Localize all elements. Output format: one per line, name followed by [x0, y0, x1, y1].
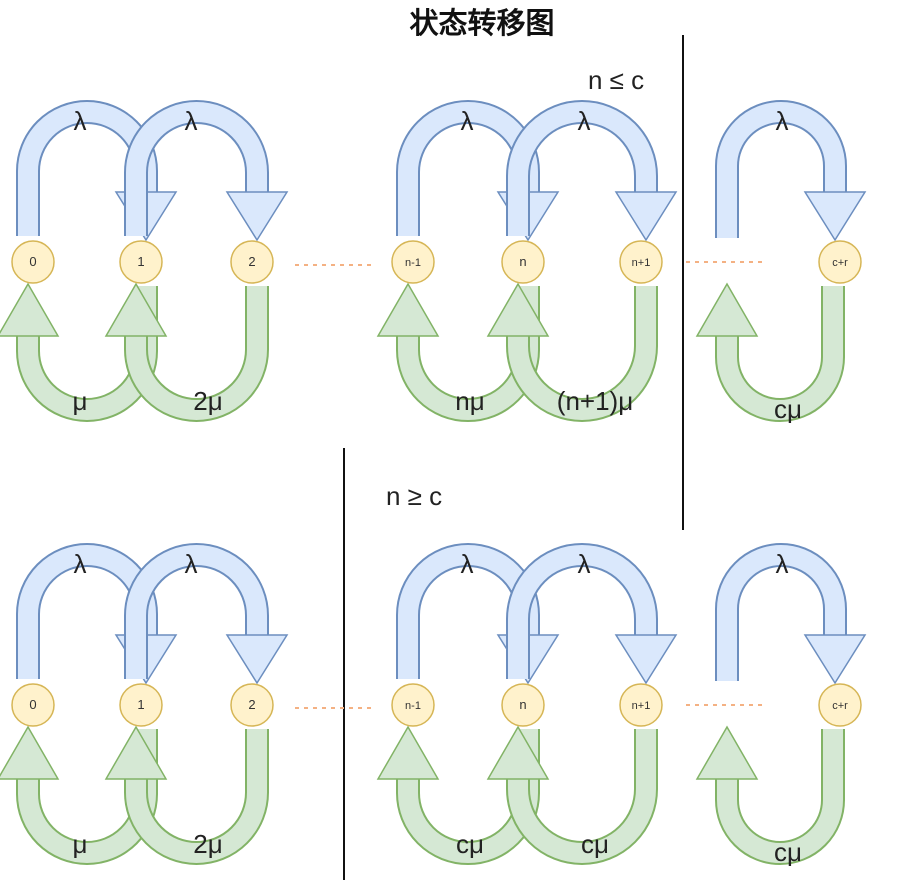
service-arrow-bottom-4 [695, 725, 845, 865]
arrival-label-top-4: λ [776, 106, 789, 136]
arrival-arrow-bottom-3 [506, 543, 678, 685]
state-node-top-3 [391, 240, 435, 284]
service-arrow-bottom-2 [376, 725, 540, 865]
diagram-title: 状态转移图 [409, 6, 554, 40]
arrival-label-bottom-4: λ [776, 549, 789, 579]
state-node-bottom-5 [619, 683, 663, 727]
condition-top: n ≤ c [588, 65, 644, 95]
state-node-label-bottom-4: n [519, 697, 526, 712]
state-node-label-top-1: 1 [137, 254, 144, 269]
state-node-top-6 [818, 240, 862, 284]
arrival-arrow-top-3 [506, 100, 678, 242]
service-label-bottom-4: cμ [774, 837, 802, 867]
arrival-label-bottom-1: λ [185, 549, 198, 579]
state-node-bottom-6 [818, 683, 862, 727]
arrival-label-top-3: λ [578, 106, 591, 136]
state-node-label-bottom-1: 1 [137, 697, 144, 712]
service-label-bottom-2: cμ [456, 829, 484, 859]
arrival-label-bottom-2: λ [461, 549, 474, 579]
state-node-top-0 [11, 240, 55, 284]
state-node-label-top-5: n+1 [632, 257, 651, 269]
service-label-top-1: 2μ [193, 386, 222, 416]
service-arrow-top-1 [104, 282, 269, 422]
state-node-bottom-4 [501, 683, 545, 727]
service-arrow-top-2 [376, 282, 540, 422]
state-node-label-bottom-6: c+r [832, 700, 848, 712]
state-node-bottom-0 [11, 683, 55, 727]
state-node-label-top-4: n [519, 254, 526, 269]
arrival-arrow-bottom-4 [715, 543, 867, 685]
row-bottom: 0 1 2 n-1 n n+1 c+r λ λ λ λ λ μ 2μ cμ cμ cμ [0, 543, 867, 867]
state-node-label-top-2: 2 [248, 254, 255, 269]
service-label-top-3: (n+1)μ [557, 386, 633, 416]
state-node-label-top-0: 0 [29, 254, 36, 269]
arrival-label-top-1: λ [185, 106, 198, 136]
service-label-top-4: cμ [774, 394, 802, 424]
state-node-label-bottom-5: n+1 [632, 700, 651, 712]
service-label-bottom-3: cμ [581, 829, 609, 859]
arrival-label-top-2: λ [461, 106, 474, 136]
service-arrow-top-3 [486, 282, 658, 422]
condition-bottom: n ≥ c [386, 481, 442, 511]
state-node-bottom-1 [119, 683, 163, 727]
state-node-label-top-6: c+r [832, 257, 848, 269]
service-label-top-0: μ [73, 386, 88, 416]
service-label-bottom-0: μ [73, 829, 88, 859]
service-arrow-bottom-3 [486, 725, 658, 865]
state-node-bottom-3 [391, 683, 435, 727]
service-arrow-top-4 [695, 282, 845, 422]
state-node-top-2 [230, 240, 274, 284]
service-label-bottom-1: 2μ [193, 829, 222, 859]
state-node-label-bottom-3: n-1 [405, 700, 421, 712]
arrival-arrow-top-4 [715, 100, 867, 242]
state-node-bottom-2 [230, 683, 274, 727]
arrival-label-bottom-3: λ [578, 549, 591, 579]
state-node-top-5 [619, 240, 663, 284]
arrival-label-top-0: λ [74, 106, 87, 136]
arrival-arrow-top-1 [124, 100, 289, 242]
state-node-label-top-3: n-1 [405, 257, 421, 269]
state-node-top-1 [119, 240, 163, 284]
service-label-top-2: nμ [455, 386, 484, 416]
arrival-label-bottom-0: λ [74, 549, 87, 579]
service-arrow-bottom-1 [104, 725, 269, 865]
state-node-label-bottom-2: 2 [248, 697, 255, 712]
state-node-top-4 [501, 240, 545, 284]
row-top: 0 1 2 n-1 n n+1 c+r λ λ λ λ λ μ 2μ nμ (n+1)μ cμ [0, 100, 867, 424]
arrival-arrow-bottom-1 [124, 543, 289, 685]
state-node-label-bottom-0: 0 [29, 697, 36, 712]
